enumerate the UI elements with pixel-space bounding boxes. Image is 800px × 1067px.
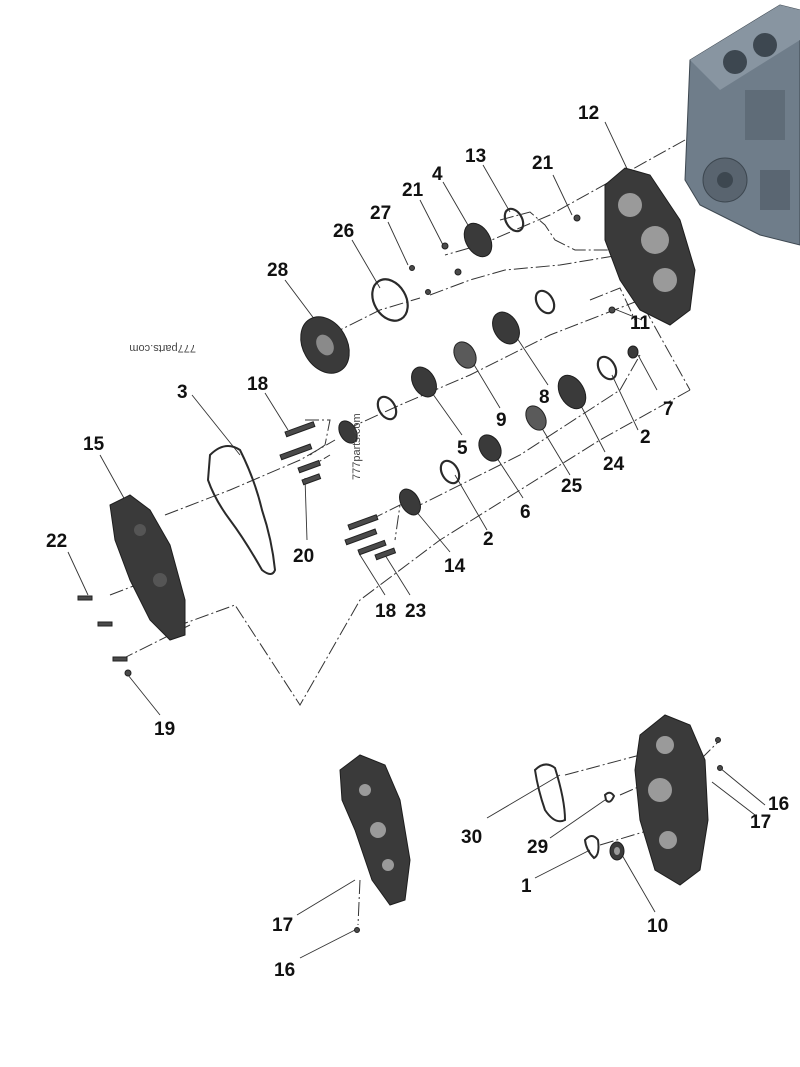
callout-26: 26 <box>333 221 354 242</box>
gaskets-29-30-1 <box>533 763 616 860</box>
lower-cover-right <box>634 714 709 886</box>
callout-13: 13 <box>465 146 486 167</box>
callout-labels: 1 2 2 3 4 5 6 7 8 9 10 11 12 13 14 15 16… <box>46 103 789 981</box>
bolts <box>77 214 723 933</box>
leader-lines <box>67 121 766 959</box>
callout-28: 28 <box>267 260 288 281</box>
gear-housing-12 <box>604 167 696 326</box>
seal-10 <box>609 841 625 861</box>
callout-6: 6 <box>520 502 531 523</box>
callout-30: 30 <box>461 827 482 848</box>
callout-4: 4 <box>432 164 443 185</box>
callout-16b: 16 <box>274 960 295 981</box>
front-cover-15 <box>109 494 186 641</box>
engine-block <box>684 4 800 246</box>
callout-19: 19 <box>154 719 175 740</box>
callout-7: 7 <box>663 399 674 420</box>
callout-25: 25 <box>561 476 583 497</box>
callout-24: 24 <box>603 454 625 475</box>
gear-train-parts <box>300 207 639 516</box>
callout-18a: 18 <box>247 374 268 395</box>
callout-9: 9 <box>496 410 507 431</box>
gasket-3 <box>206 445 277 575</box>
lower-cover-left <box>339 754 411 906</box>
gear-28 <box>300 316 350 374</box>
callout-15: 15 <box>83 434 105 455</box>
callout-21a: 21 <box>402 180 424 201</box>
callout-12: 12 <box>578 103 599 124</box>
callout-17a: 17 <box>750 812 771 833</box>
callout-3: 3 <box>177 382 188 403</box>
callout-14: 14 <box>444 556 466 577</box>
watermark-2: 777parts.com <box>351 413 363 480</box>
callout-1: 1 <box>521 876 532 897</box>
callout-18b: 18 <box>375 601 396 622</box>
callout-16a: 16 <box>768 794 789 815</box>
callout-29: 29 <box>527 837 548 858</box>
callout-2a: 2 <box>640 427 651 448</box>
callout-17b: 17 <box>272 915 293 936</box>
callout-23: 23 <box>405 601 426 622</box>
callout-2b: 2 <box>483 529 494 550</box>
callout-27: 27 <box>370 203 391 224</box>
callout-8: 8 <box>539 387 550 408</box>
callout-20: 20 <box>293 546 314 567</box>
callout-10: 10 <box>647 916 668 937</box>
callout-21b: 21 <box>532 153 554 174</box>
callout-11: 11 <box>630 313 651 334</box>
watermark-1: 777parts.com <box>129 342 196 354</box>
callout-5: 5 <box>457 438 468 459</box>
callout-22: 22 <box>46 531 67 552</box>
